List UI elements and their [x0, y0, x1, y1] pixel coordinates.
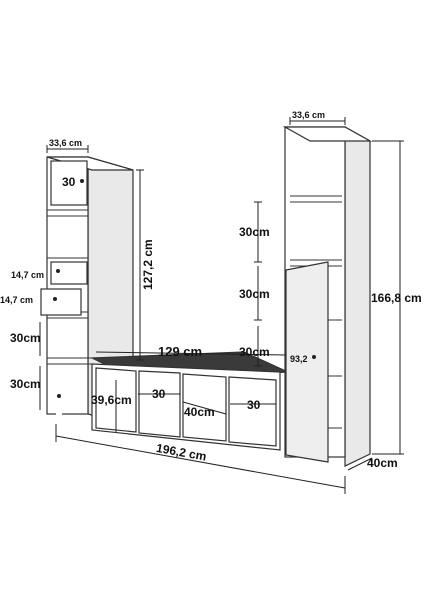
drawer-knob	[80, 179, 84, 183]
door-knob	[57, 394, 61, 398]
label-total-width: 196,2 cm	[155, 441, 207, 464]
label-drawer-2: 14,7 cm	[0, 295, 33, 305]
right-tower-top	[282, 126, 373, 142]
label-right-shelf-2: 30cm	[239, 287, 270, 301]
label-bench-height: 39,6cm	[91, 393, 132, 407]
label-bench-depth: 40cm	[184, 405, 215, 419]
label-depth: 40cm	[367, 456, 398, 470]
label-bench-comp-1: 30	[152, 387, 166, 401]
label-drawer-1: 14,7 cm	[11, 270, 44, 280]
label-left-height: 127,2 cm	[141, 239, 155, 290]
label-left-drawer-top: 30	[62, 175, 76, 189]
label-left-shelf-2: 30cm	[10, 377, 41, 391]
label-right-height: 166,8 cm	[371, 291, 422, 305]
label-door-height: 93,2	[290, 354, 308, 364]
bench-compartment	[228, 376, 277, 447]
label-left-width: 33,6 cm	[49, 138, 82, 148]
right-tower-side	[344, 125, 371, 467]
left-top-drawer	[50, 160, 88, 206]
label-right-shelf-1: 30cm	[239, 225, 270, 239]
bench-compartment	[138, 370, 181, 438]
drawer-knob	[53, 297, 57, 301]
drawer-knob	[56, 269, 60, 273]
label-left-shelf-1: 30cm	[10, 331, 41, 345]
label-right-shelf-3: 30cm	[239, 345, 270, 359]
label-bench-comp-2: 30	[247, 398, 261, 412]
label-bench-width: 129 cm	[158, 344, 202, 359]
right-door	[285, 261, 329, 463]
door-knob	[312, 355, 316, 359]
dimension-lines	[39, 117, 404, 494]
right-tower	[282, 125, 373, 467]
label-right-width: 33,6 cm	[292, 110, 325, 120]
left-drawer-2	[40, 288, 82, 316]
left-drawer-1	[50, 261, 88, 285]
